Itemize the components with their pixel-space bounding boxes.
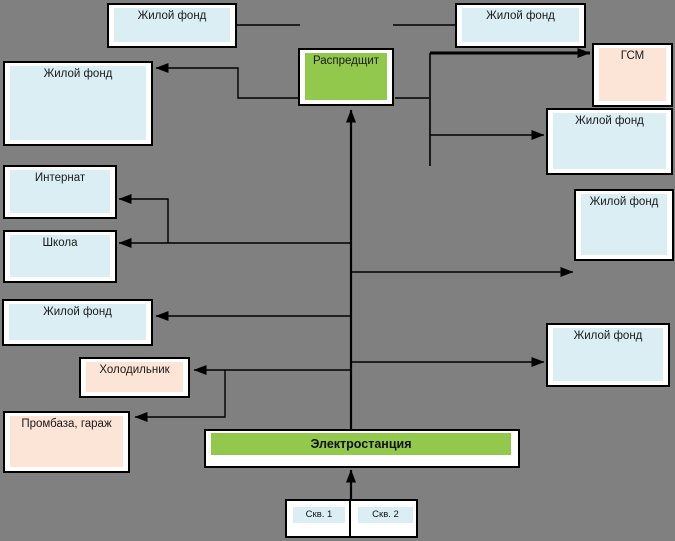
node-fill: Распредщит (305, 53, 387, 100)
node-housing-top-right: Жилой фонд (455, 3, 586, 48)
node-fill: Жилой фонд (462, 8, 579, 42)
node-label: Распредщит (312, 55, 380, 67)
node-label: Жилой фонд (575, 115, 644, 127)
node-housing-left-large: Жилой фонд (3, 61, 153, 146)
node-industrial-base: Промбаза, гараж (3, 411, 130, 473)
node-fill: Жилой фонд (553, 113, 666, 169)
node-housing-right-lower: Жилой фонд (546, 323, 670, 387)
node-fill: Интернат (10, 170, 110, 213)
node-housing-left-lower: Жилой фонд (2, 299, 153, 346)
wells-divider (349, 499, 351, 538)
node-fill: Школа (10, 235, 110, 277)
node-boarding-school: Интернат (3, 165, 117, 219)
node-label: ГСМ (620, 50, 645, 62)
node-label: Холодильник (99, 364, 170, 376)
node-label: Интернат (34, 172, 86, 184)
node-label: Жилой фонд (573, 330, 643, 342)
node-fill: Жилой фонд (10, 66, 146, 140)
node-label: Жилой фонд (589, 196, 659, 208)
node-label: Электростанция (310, 437, 412, 451)
node-fill: Жилой фонд (581, 194, 667, 255)
node-label: Жилой фонд (43, 68, 113, 80)
node-fill: Жилой фонд (114, 8, 230, 42)
well-2-label: Скв. 2 (358, 507, 413, 523)
node-label: Жилой фонд (137, 10, 207, 22)
node-label: Школа (42, 237, 78, 249)
node-fill: Жилой фонд (553, 328, 663, 381)
node-housing-right-middle: Жилой фонд (574, 189, 674, 261)
node-label: Жилой фонд (486, 10, 555, 22)
node-fill: ГСМ (599, 48, 666, 101)
node-gsm: ГСМ (592, 43, 673, 107)
node-label: Жилой фонд (43, 306, 112, 318)
node-power-station: Электростанция (204, 429, 520, 468)
node-fill: Холодильник (86, 362, 183, 392)
node-housing-right-upper: Жилой фонд (546, 108, 673, 175)
node-fill: Жилой фонд (9, 304, 146, 340)
node-school: Школа (3, 230, 117, 283)
node-fill: Электростанция (211, 433, 511, 455)
node-housing-top-left: Жилой фонд (107, 3, 237, 48)
node-label: Промбаза, гараж (21, 418, 112, 430)
node-fill: Промбаза, гараж (10, 416, 123, 467)
node-wells: Скв. 1 Скв. 2 (285, 499, 418, 538)
well-1-label: Скв. 1 (293, 507, 345, 523)
node-distribution-board: Распредщит (298, 48, 394, 106)
node-refrigerator: Холодильник (79, 357, 190, 398)
